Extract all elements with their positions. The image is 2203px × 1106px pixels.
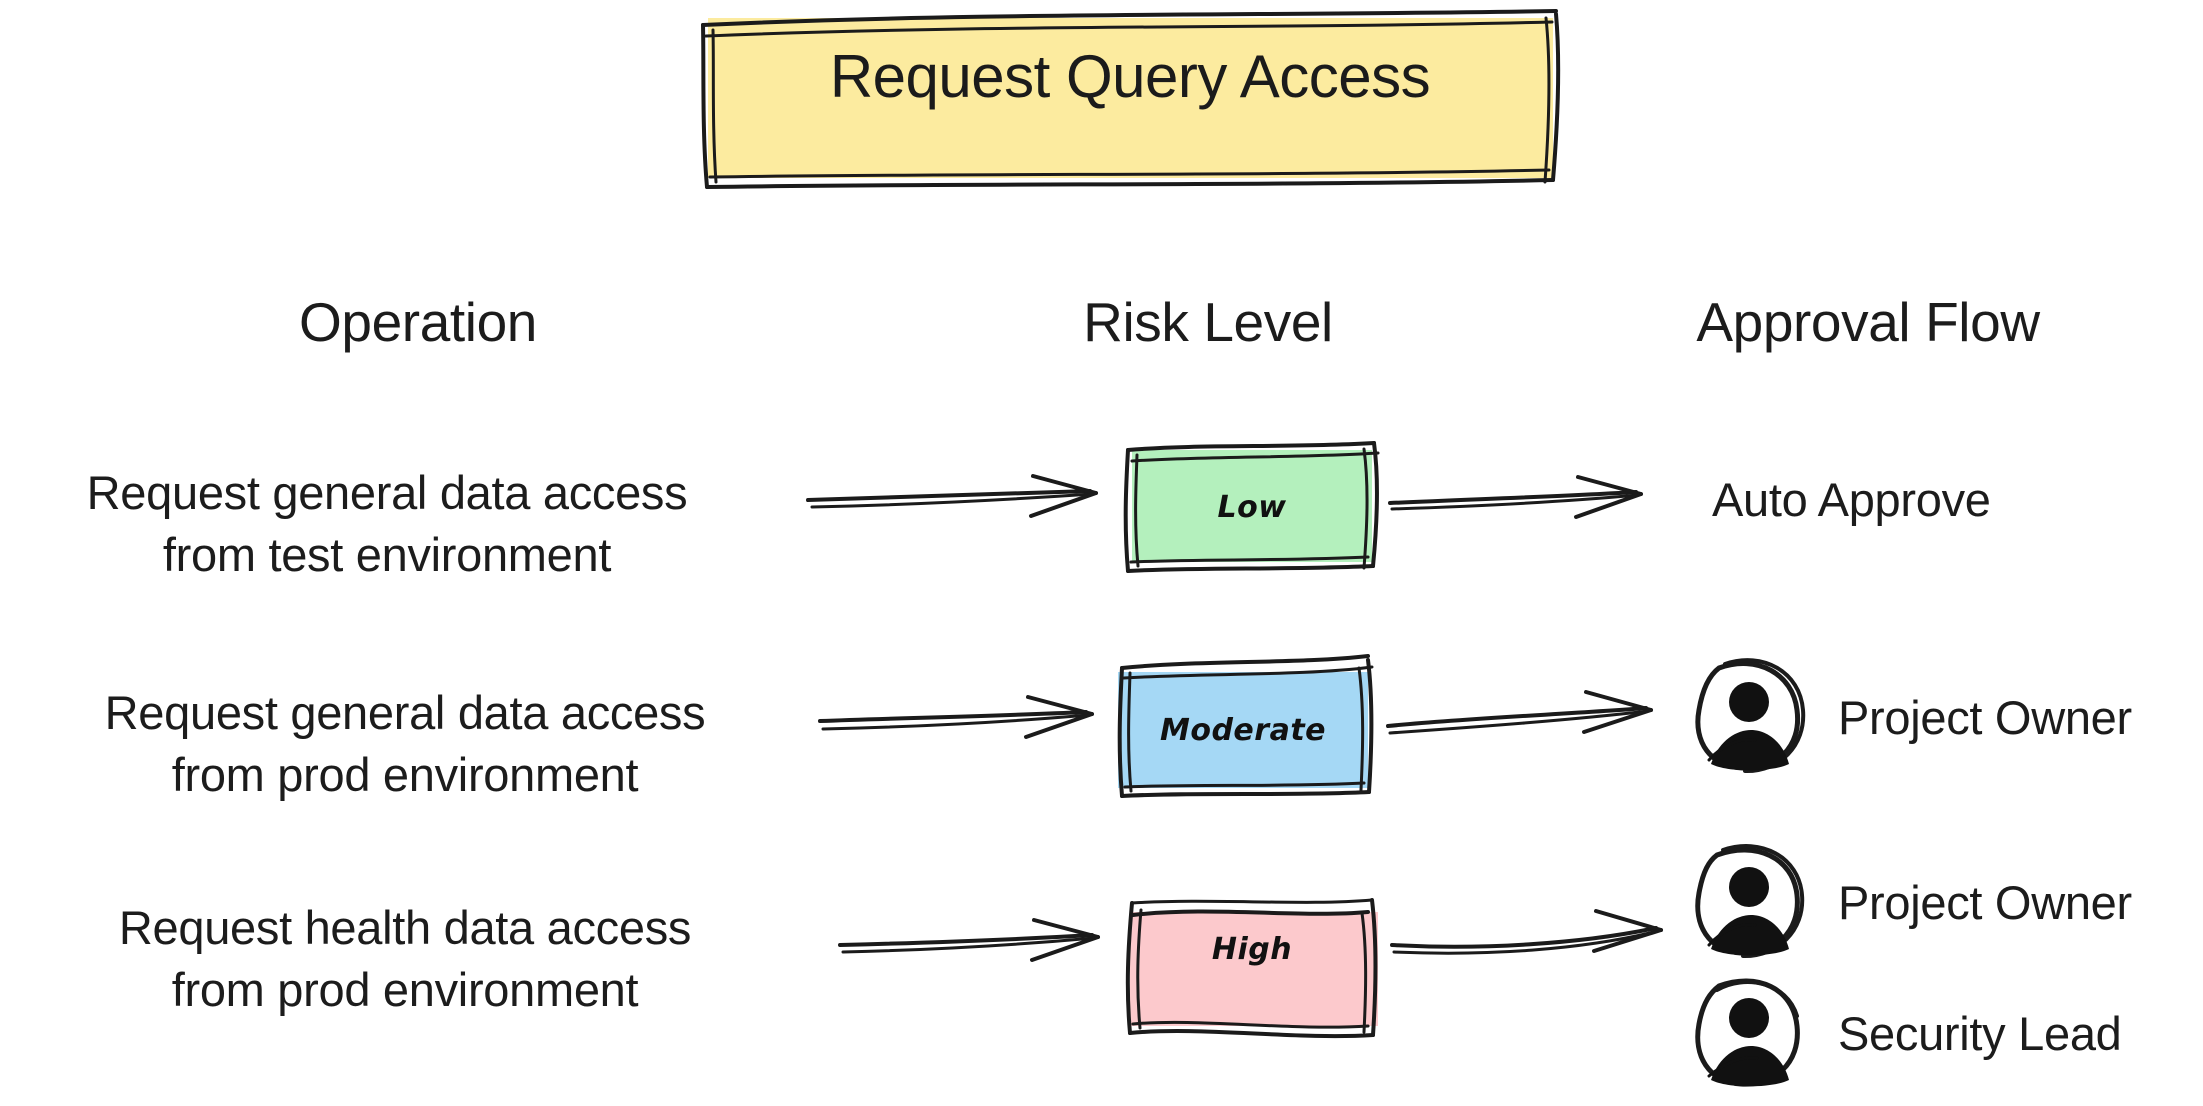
risk-label-row-1[interactable]: Low (1217, 490, 1287, 525)
page-title: Request Query Access (829, 43, 1431, 110)
risk-label-row-3[interactable]: High (1211, 932, 1293, 967)
arrow-row1-left (806, 474, 1098, 518)
column-header-operation: Operation (299, 291, 537, 353)
approver-row-1-1: Auto Approve (1712, 473, 1991, 526)
column-header-approval-flow: Approval Flow (1696, 291, 2040, 353)
title-banner (701, 9, 1561, 189)
operation-row-3-line-2: from prod environment (171, 963, 639, 1016)
approver-row-2-1: Project Owner (1838, 691, 2132, 744)
risk-label-row-2[interactable]: Moderate (1159, 713, 1327, 748)
risk-box-high (1125, 898, 1378, 1039)
arrow-row3-left (838, 918, 1100, 962)
arrow-row2-right (1386, 690, 1653, 735)
arrow-row2-left (818, 695, 1094, 739)
operation-row-1-line-2: from test environment (162, 528, 612, 581)
operation-row-2-line-1: Request general data access (104, 686, 706, 739)
operation-row-1-line-1: Request general data access (86, 466, 688, 519)
risk-box-low (1123, 441, 1380, 573)
arrow-row1-right (1388, 475, 1643, 519)
approver-row-3-1: Project Owner (1838, 876, 2132, 929)
operation-row-3-line-1: Request health data access (118, 901, 692, 954)
user-avatar-icon (1695, 658, 1806, 1087)
risk-box-moderate (1117, 654, 1374, 798)
arrow-row3-right (1390, 909, 1663, 955)
approver-row-3-2: Security Lead (1838, 1007, 2122, 1060)
column-header-risk-level: Risk Level (1083, 291, 1333, 353)
operation-row-2-line-2: from prod environment (171, 748, 639, 801)
